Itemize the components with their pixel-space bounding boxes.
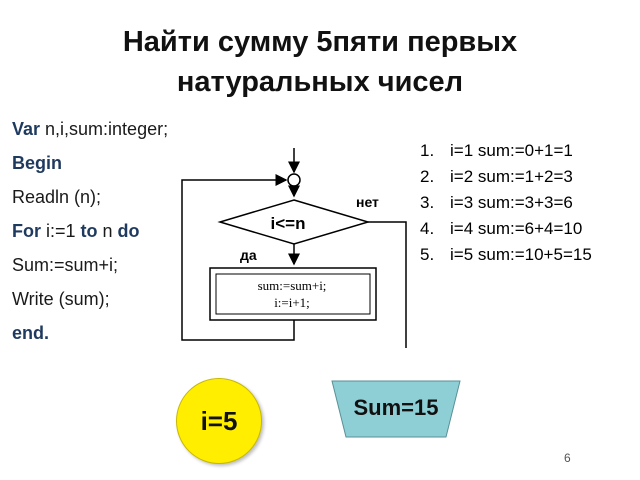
sum-value-label: Sum=15	[353, 395, 439, 420]
code-line-for: For i:=1 to n do	[12, 220, 168, 254]
trace-number: 3.	[420, 193, 435, 212]
trace-text: i=1 sum:=0+1=1	[450, 141, 573, 160]
trace-text: i=3 sum:=3+3=6	[450, 193, 573, 212]
trace-number: 2.	[420, 167, 435, 186]
trace-item: 2. i=2 sum:=1+2=3	[420, 166, 592, 192]
i-value-badge: i=5	[176, 378, 262, 464]
code-line-readln: Readln (n);	[12, 187, 102, 207]
yes-label: да	[240, 247, 257, 263]
page-number: 6	[564, 451, 571, 465]
code-line-write: Write (sum);	[12, 289, 110, 309]
keyword-do: do	[117, 221, 140, 241]
no-label: нет	[356, 194, 379, 210]
i-value-label: i=5	[200, 405, 238, 436]
trace-text: i=2 sum:=1+2=3	[450, 167, 573, 186]
trace-text: i=4 sum:=6+4=10	[450, 219, 583, 238]
trace-number: 5.	[420, 245, 435, 264]
for-init: i:=1	[41, 221, 81, 241]
code-line-sum: Sum:=sum+i;	[12, 255, 119, 275]
trace-item: 4. i=4 sum:=6+4=10	[420, 218, 592, 244]
slide-title: Найти сумму 5пяти первых натуральных чис…	[0, 22, 640, 102]
trace-number: 1.	[420, 141, 435, 160]
condition-text: i<=n	[271, 214, 306, 233]
code-line-end: end.	[12, 322, 168, 356]
body-line-2: i:=i+1;	[274, 295, 310, 310]
trace-text: i=5 sum:=10+5=15	[450, 245, 592, 264]
sum-value-badge: Sum=15	[332, 381, 460, 437]
sum-badge-shape	[331, 380, 461, 438]
trace-item: 5. i=5 sum:=10+5=15	[420, 244, 592, 270]
code-line-begin: Begin	[12, 152, 168, 186]
title-line-2: натуральных чисел	[176, 66, 464, 98]
code-listing: Var n,i,sum:integer; Begin Readln (n); F…	[12, 118, 168, 356]
trace-item: 1. i=1 sum:=0+1=1	[420, 140, 592, 166]
title-line-1: Найти сумму 5пяти первых	[122, 26, 518, 58]
trace-list: 1. i=1 sum:=0+1=1 2. i=2 sum:=1+2=3 3. i=3 …	[420, 140, 592, 270]
trace-item: 3. i=3 sum:=3+3=6	[420, 192, 592, 218]
keyword-end: end.	[12, 323, 50, 343]
for-limit: n	[97, 221, 118, 241]
no-branch-line	[368, 221, 407, 348]
body-line-1: sum:=sum+i;	[258, 278, 327, 293]
trace-number: 4.	[420, 219, 435, 238]
var-declaration: n,i,sum:integer;	[40, 119, 169, 139]
code-line-var: Var n,i,sum:integer;	[12, 118, 168, 152]
keyword-to: to	[80, 221, 98, 241]
junction-node	[287, 173, 301, 187]
loop-back-line	[181, 174, 295, 341]
loop-body-inner-box	[215, 273, 371, 315]
keyword-begin: Begin	[12, 153, 63, 173]
loop-body-box	[209, 267, 377, 321]
keyword-for: For	[12, 221, 41, 241]
keyword-var: Var	[12, 119, 41, 139]
